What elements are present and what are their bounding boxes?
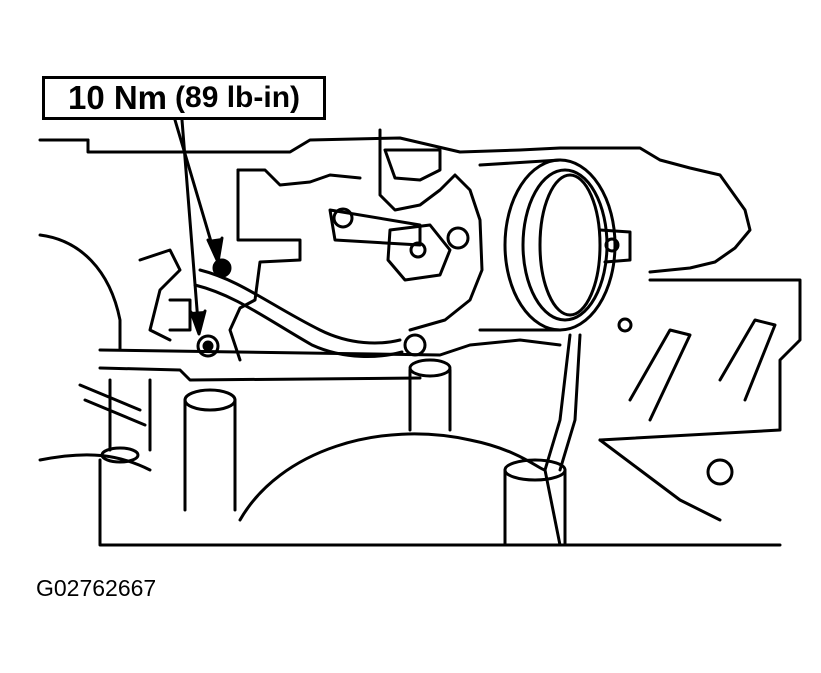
lower-cover-right — [543, 468, 782, 547]
cylinder-bore-cap — [503, 458, 567, 482]
vacuum-hose — [198, 268, 402, 345]
intake-plate — [98, 338, 562, 357]
lower-cover-arc — [238, 432, 547, 522]
left-stud — [100, 446, 140, 464]
manifold-top-edge — [236, 168, 362, 187]
linkage-pivot-2 — [446, 226, 470, 250]
stud-right — [706, 458, 734, 486]
engine-housing-outline — [86, 136, 752, 274]
torque-imperial-value: (89 lb-in) — [175, 81, 301, 114]
manifold-block — [228, 168, 302, 362]
arrow-head-lower — [189, 309, 207, 336]
bracket-right-1 — [628, 328, 692, 422]
torque-metric-value: 10 Nm — [67, 79, 168, 116]
arrow-line-upper — [173, 118, 217, 257]
linkage-plate-hole — [409, 241, 427, 259]
cylinder-bore — [503, 468, 567, 547]
right-lower-edge — [598, 438, 722, 522]
throttle-linkage-bracket — [378, 128, 484, 332]
throttle-body-ring-2 — [538, 173, 602, 317]
runner-left — [183, 398, 237, 512]
runner-left-cap — [183, 388, 237, 412]
right-wall — [598, 278, 802, 442]
throttle-body-ring-1 — [521, 168, 609, 322]
bolt-lower-center — [202, 340, 214, 352]
left-wire — [78, 383, 147, 427]
linkage-pivot — [332, 207, 354, 229]
runner-mid — [408, 368, 452, 432]
linkage-lever — [328, 208, 422, 247]
arrow-head-upper — [206, 236, 224, 264]
left-cover — [38, 233, 122, 352]
left-bracket — [138, 248, 182, 342]
left-lower — [38, 453, 152, 472]
intake-plate-lower — [98, 366, 422, 382]
torque-callout: 10 Nm (89 lb-in) — [42, 76, 326, 120]
arrow-line-lower — [180, 118, 200, 324]
vacuum-hose-inner — [193, 283, 404, 358]
runner-mid-cap — [408, 358, 452, 378]
linkage-rod-2 — [558, 333, 582, 472]
linkage-rod — [543, 333, 572, 472]
bolt-lower — [196, 334, 220, 358]
linkage-plate — [386, 223, 452, 282]
flange-bolt — [604, 237, 620, 253]
left-tab — [168, 298, 192, 332]
bracket-right-2 — [718, 318, 777, 402]
figure-id: G02762667 — [36, 575, 157, 601]
right-wall-bolt — [617, 317, 633, 333]
bolt-upper — [212, 258, 232, 278]
throttle-body-shell — [478, 158, 562, 332]
linkage-cam — [383, 148, 442, 182]
lower-cover-left — [98, 458, 562, 547]
throttle-body-flange — [598, 228, 632, 264]
mount-bolt-mid — [403, 333, 427, 357]
left-post — [108, 378, 152, 452]
